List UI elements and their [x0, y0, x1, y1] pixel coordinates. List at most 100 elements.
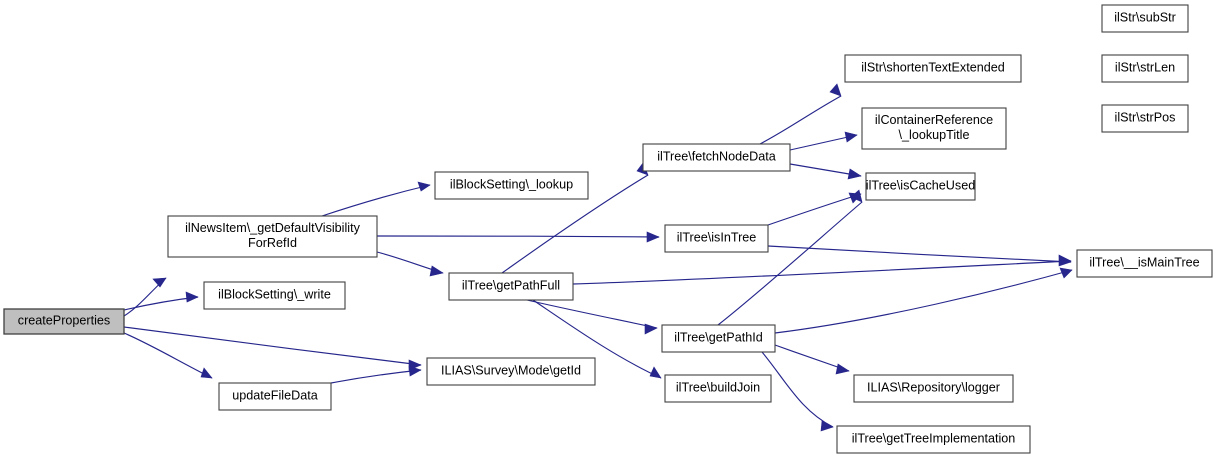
edge-fetchNodeData-to-isCacheUsed [789, 163, 862, 180]
arrowhead-icon [820, 420, 834, 432]
node-box[interactable] [1076, 249, 1213, 278]
node-label: ilStr\strPos [1115, 111, 1176, 125]
graph-node-repositoryLogger[interactable]: ILIAS\Repository\logger [853, 374, 1014, 403]
edge-ilNewsItem-to-ilBlockSettingLookup [321, 181, 431, 217]
node-box[interactable] [661, 324, 776, 353]
graph-node-getTreeImplementation[interactable]: ilTree\getTreeImplementation [836, 425, 1031, 454]
node-label: ilBlockSetting\_write [218, 288, 331, 302]
graph-node-isCacheUsed[interactable]: ilTree\isCacheUsed [865, 172, 976, 201]
edge-line [761, 351, 834, 428]
edge-line [767, 245, 1072, 263]
edge-getPathId-to-getTreeImplementation [761, 351, 834, 432]
edges-layer [123, 83, 1073, 432]
edge-getPathId-to-isMainTree [774, 267, 1073, 334]
graph-node-ilBlockSettingWrite[interactable]: ilBlockSetting\_write [203, 281, 346, 310]
arrowhead-icon [200, 367, 213, 379]
edge-line [501, 174, 649, 274]
graph-node-strLen[interactable]: ilStr\strLen [1101, 54, 1189, 83]
arrowhead-icon [429, 265, 444, 277]
edge-updateFileData-to-surveyModeGetId [330, 365, 422, 384]
node-label: ILIAS\Survey\Mode\getId [441, 364, 581, 378]
graph-node-shortenTextExtended[interactable]: ilStr\shortenTextExtended [844, 54, 1022, 83]
graph-node-strPos[interactable]: ilStr\strPos [1101, 104, 1189, 133]
graph-node-fetchNodeData[interactable]: ilTree\fetchNodeData [642, 143, 791, 172]
graph-node-isMainTree[interactable]: ilTree\__isMainTree [1076, 249, 1213, 278]
edge-line [717, 201, 863, 326]
edge-line [330, 369, 422, 384]
node-box[interactable] [642, 143, 791, 172]
edge-isInTree-to-isCacheUsed [767, 192, 862, 226]
graph-node-subStr[interactable]: ilStr\subStr [1101, 4, 1189, 33]
node-label: updateFileData [232, 389, 317, 403]
arrowhead-icon [417, 181, 431, 192]
node-label: ILIAS\Repository\logger [867, 381, 1000, 395]
edge-line [532, 299, 662, 379]
node-box[interactable] [865, 172, 976, 201]
node-label: ilTree\__isMainTree [1089, 256, 1199, 270]
edge-isInTree-to-isMainTree [767, 245, 1072, 267]
arrowhead-icon [847, 168, 862, 180]
node-box[interactable] [3, 308, 125, 335]
edge-createProperties-to-ilBlockSettingWrite [123, 291, 199, 311]
node-label: ilTree\getTreeImplementation [852, 432, 1016, 446]
node-label: ilTree\getPathFull [462, 279, 560, 293]
edge-createProperties-to-surveyModeGetId [123, 326, 422, 371]
node-box[interactable] [861, 107, 1007, 150]
node-label: ilStr\strLen [1115, 61, 1175, 75]
edge-line [123, 326, 422, 366]
arrowhead-icon [835, 363, 850, 375]
arrowhead-icon [850, 189, 863, 203]
node-box[interactable] [448, 272, 574, 301]
graph-node-updateFileData[interactable]: updateFileData [218, 382, 332, 411]
edge-line [572, 260, 1072, 285]
edge-fetchNodeData-to-shortenTextExtended [759, 83, 842, 145]
node-box[interactable] [203, 281, 346, 310]
arrowhead-icon [646, 231, 660, 243]
graph-node-ilBlockSettingLookup[interactable]: ilBlockSetting\_lookup [434, 171, 589, 200]
edge-getPathFull-to-isMainTree [572, 254, 1072, 285]
node-label: ilTree\isInTree [677, 231, 757, 245]
edge-line [123, 332, 213, 379]
edge-ilNewsItem-to-getPathFull [376, 251, 444, 277]
graph-node-isInTree[interactable]: ilTree\isInTree [664, 224, 769, 253]
graph-node-getPathFull[interactable]: ilTree\getPathFull [448, 272, 574, 301]
node-box[interactable] [844, 54, 1022, 83]
edge-line [767, 193, 862, 226]
node-box[interactable] [664, 374, 772, 403]
graph-node-getPathId[interactable]: ilTree\getPathId [661, 324, 776, 353]
edge-fetchNodeData-to-lookupTitle [789, 131, 858, 151]
node-label: ilTree\getPathId [674, 331, 762, 345]
node-box[interactable] [426, 357, 596, 386]
graph-node-createProperties[interactable]: createProperties [3, 308, 125, 335]
node-box[interactable] [1101, 4, 1189, 33]
arrowhead-icon [1059, 267, 1073, 279]
node-box[interactable] [664, 224, 769, 253]
graph-node-surveyModeGetId[interactable]: ILIAS\Survey\Mode\getId [426, 357, 596, 386]
arrowhead-icon [829, 83, 842, 97]
graph-node-lookupTitle[interactable]: ilContainerReference\_lookupTitle [861, 107, 1007, 150]
nodes-layer: createProperties ilNewsItem\_getDefaultVi… [3, 4, 1213, 454]
node-box[interactable] [218, 382, 332, 411]
edge-createProperties-to-updateFileData [123, 332, 213, 379]
edge-getPathId-to-repositoryLogger [774, 344, 850, 375]
arrowhead-icon [408, 365, 422, 377]
node-box[interactable] [167, 215, 378, 258]
node-label: ilStr\subStr [1114, 11, 1176, 25]
node-box[interactable] [1101, 54, 1189, 83]
arrowhead-icon [152, 277, 167, 288]
edge-getPathId-to-isCacheUsed [717, 189, 863, 326]
graph-node-buildJoin[interactable]: ilTree\buildJoin [664, 374, 772, 403]
edge-line [759, 95, 842, 145]
arrowhead-icon [185, 291, 199, 303]
edge-line [376, 235, 660, 238]
arrowhead-icon [644, 323, 658, 335]
node-box[interactable] [434, 171, 589, 200]
node-box[interactable] [853, 374, 1014, 403]
node-box[interactable] [836, 425, 1031, 454]
node-box[interactable] [1101, 104, 1189, 133]
node-label: ilBlockSetting\_lookup [450, 178, 573, 192]
